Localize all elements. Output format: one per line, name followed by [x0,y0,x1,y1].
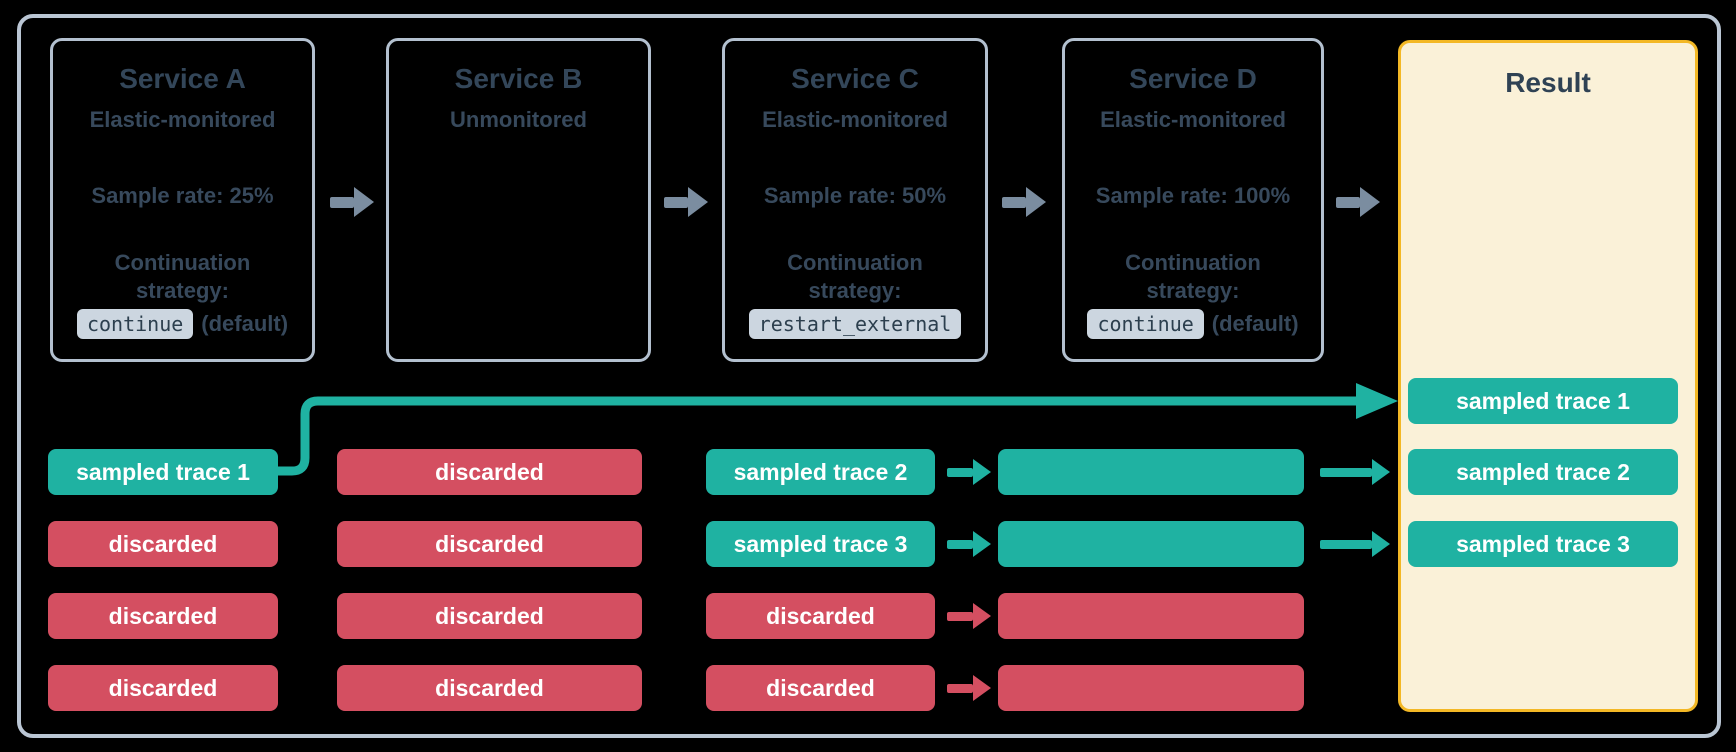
trace-arrow-icon-c-d-1 [947,459,991,485]
trace-chip-a-3: discarded [48,593,278,639]
trace-chip-c-1: sampled trace 2 [706,449,935,495]
service-box-d: Service D Elastic-monitored Sample rate:… [1062,38,1324,362]
arrow-right-icon-d-to-result [1336,187,1380,217]
trace-chip-c-3: discarded [706,593,935,639]
service-c-continuation-label: Continuation strategy: [787,250,923,303]
service-a-monitoring: Elastic-monitored [89,107,276,132]
trace-chip-b-1: discarded [337,449,642,495]
service-a-continuation-label: Continuation strategy: [114,250,251,303]
service-b-monitoring: Unmonitored [450,107,587,132]
trace-arrow-icon-c-d-4 [947,675,991,701]
arrow-right-icon-b-to-c [664,187,708,217]
trace-chip-b-2: discarded [337,521,642,567]
service-box-a: Service A Elastic-monitored Sample rate:… [50,38,315,362]
service-a-sample-rate: Sample rate: 25% [91,183,274,208]
service-a-strategy: continue (default) [53,309,312,339]
trace-arrow-icon-c-d-2 [947,531,991,557]
service-d-strategy-default-label: (default) [1211,311,1299,336]
service-c-strategy-code-chip: restart_external [748,309,962,339]
trace-chip-a-4: discarded [48,665,278,711]
service-c-sample-rate: Sample rate: 50% [763,183,947,208]
result-trace-chip-3: sampled trace 3 [1408,521,1678,567]
trace-chip-d-4 [998,665,1304,711]
trace-chip-c-2: sampled trace 3 [706,521,935,567]
service-d-title: Service D [1129,63,1257,94]
trace-arrow-icon-d-result-2 [1320,531,1390,557]
arrow-right-icon-a-to-b [330,187,374,217]
trace-chip-b-3: discarded [337,593,642,639]
trace-chip-a-2: discarded [48,521,278,567]
service-box-b: Service B Unmonitored [386,38,651,362]
service-box-c: Service C Elastic-monitored Sample rate:… [722,38,988,362]
trace-chip-b-4: discarded [337,665,642,711]
trace-chip-d-1 [998,449,1304,495]
arrow-right-icon-c-to-d [1002,187,1046,217]
service-d-monitoring: Elastic-monitored [1100,107,1286,132]
service-b-title: Service B [454,63,583,94]
result-trace-chip-1: sampled trace 1 [1408,378,1678,424]
service-a-strategy-default-label: (default) [201,311,289,336]
result-title: Result [1505,67,1591,98]
trace-arrow-icon-d-result-1 [1320,459,1390,485]
service-d-strategy: continue (default) [1065,309,1321,339]
service-c-strategy: restart_external [725,309,985,339]
service-c-monitoring: Elastic-monitored [762,107,948,132]
trace-chip-d-3 [998,593,1304,639]
result-box: Result [1398,40,1698,712]
service-a-title: Service A [119,63,246,94]
service-a-strategy-code-chip: continue [76,309,194,339]
service-d-continuation-label: Continuation strategy: [1125,250,1261,303]
outer-frame [17,14,1721,738]
service-d-strategy-code-chip: continue [1087,309,1204,339]
trace-chip-a-1: sampled trace 1 [48,449,278,495]
trace-chip-c-4: discarded [706,665,935,711]
trace-chip-d-2 [998,521,1304,567]
trace-arrow-icon-c-d-3 [947,603,991,629]
result-trace-chip-2: sampled trace 2 [1408,449,1678,495]
service-d-sample-rate: Sample rate: 100% [1095,183,1291,208]
service-c-title: Service C [791,63,919,94]
